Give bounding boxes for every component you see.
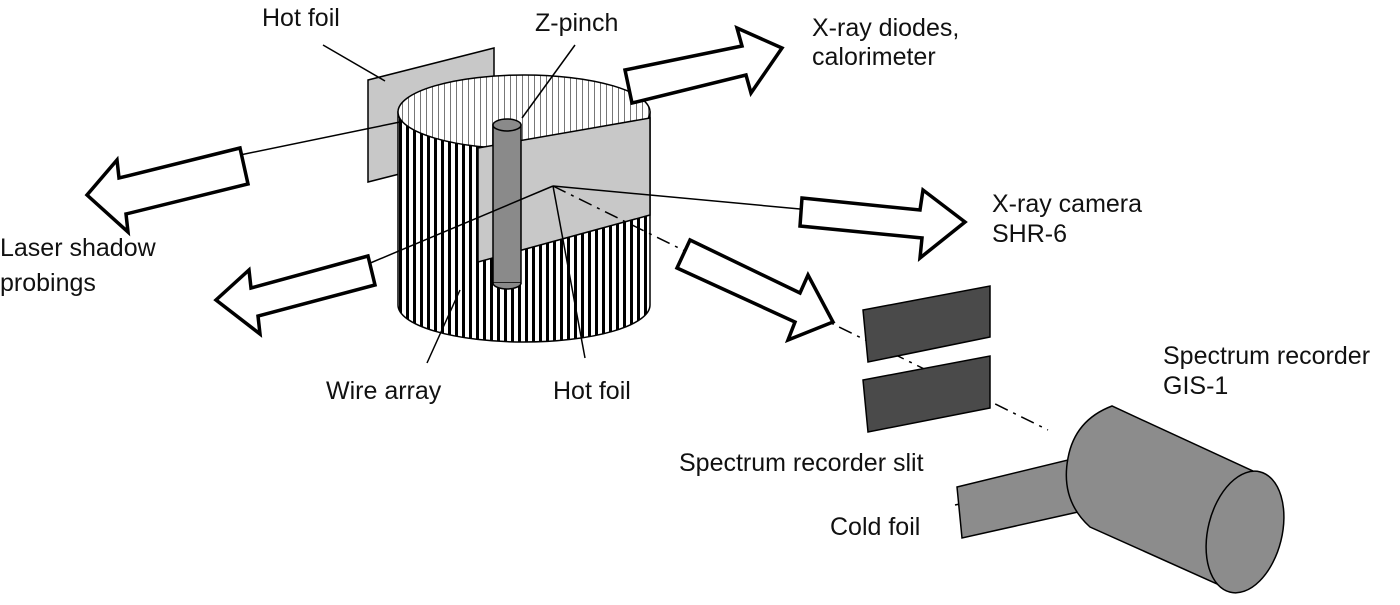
label-spectrum-recorder-1: Spectrum recorder <box>1163 342 1371 370</box>
label-xray-diodes-1: X-ray diodes, <box>812 14 960 42</box>
z-pinch-top <box>492 118 522 132</box>
slit-plate-upper <box>862 285 991 363</box>
label-slit: Spectrum recorder slit <box>679 449 924 477</box>
slit-plate-lower <box>862 355 991 433</box>
laser-arrow-upper <box>84 145 251 237</box>
label-xray-camera-1: X-ray camera <box>992 190 1143 218</box>
label-laser-2: probings <box>0 269 96 297</box>
label-spectrum-recorder-2: GIS-1 <box>1163 372 1229 400</box>
z-pinch-rod <box>492 124 522 284</box>
label-xray-camera-2: SHR-6 <box>992 220 1068 248</box>
label-cold-foil: Cold foil <box>830 513 921 541</box>
label-z-pinch: Z-pinch <box>535 9 619 37</box>
label-xray-diodes-2: calorimeter <box>812 43 936 71</box>
label-hot-foil-top: Hot foil <box>262 4 340 32</box>
laser-arrow-lower <box>213 253 378 338</box>
label-wire-array: Wire array <box>326 377 442 405</box>
label-laser-1: Laser shadow <box>0 234 156 262</box>
xray-camera-arrow <box>798 186 968 262</box>
spectrum-arrow <box>674 237 836 344</box>
cold-foil <box>956 458 1079 539</box>
xray-diodes-arrow <box>622 24 785 106</box>
spectrum-recorder-face <box>1205 470 1285 594</box>
label-hot-foil-bottom: Hot foil <box>553 377 631 405</box>
